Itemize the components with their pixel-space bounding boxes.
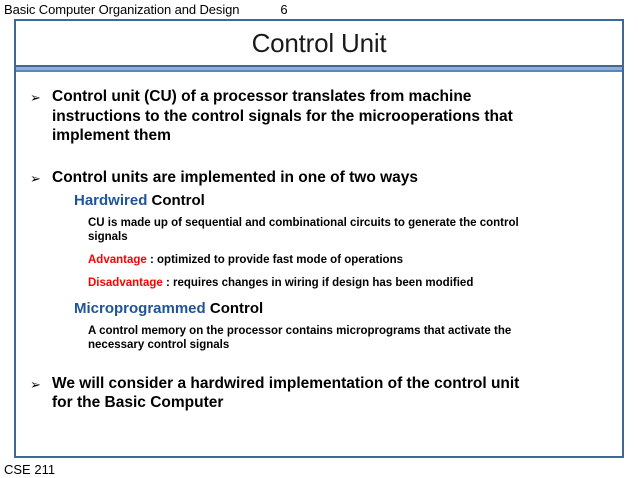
rule-line-bottom (16, 70, 622, 72)
bullet-2-text: Control units are implemented in one of … (52, 168, 419, 186)
slide-title: Control Unit (251, 27, 387, 58)
slide-frame: Control Unit ➢ Control unit (CU) of a pr… (14, 19, 624, 458)
bullet-1-text: Control unit (CU) of a processor transla… (52, 88, 513, 144)
footer-course-code: CSE 211 (4, 461, 56, 477)
hardwired-advantage: Advantage : optimized to provide fast mo… (88, 253, 558, 267)
slide-header: Basic Computer Organization and Design 6 (0, 0, 638, 18)
subheading-hardwired-control: Hardwired Control (74, 191, 608, 211)
disadvantage-text: : requires changes in wiring if design h… (162, 276, 474, 289)
arrow-bullet-icon: ➢ (30, 376, 41, 392)
microprogrammed-description: A control memory on the processor contai… (88, 324, 512, 351)
spacer (30, 244, 608, 253)
subheading-hardwired-suffix: Control (147, 191, 205, 209)
advantage-text: : optimized to provide fast mode of oper… (146, 253, 404, 266)
keyword-advantage: Advantage (88, 253, 147, 266)
keyword-disadvantage: Disadvantage (88, 276, 163, 289)
subheading-microprogrammed-control: Microprogrammed Control (74, 299, 608, 319)
header-page-number: 6 (280, 1, 288, 17)
arrow-bullet-icon: ➢ (30, 170, 41, 186)
hardwired-disadvantage: Disadvantage : requires changes in wirin… (88, 276, 558, 290)
header-title: Basic Computer Organization and Design (4, 1, 240, 17)
subheading-microprogrammed-suffix: Control (205, 299, 264, 317)
spacer (30, 352, 608, 374)
rule-line-middle (16, 67, 622, 70)
spacer (30, 267, 608, 276)
bullet-item-1: ➢ Control unit (CU) of a processor trans… (30, 87, 608, 146)
title-divider-rule (16, 65, 622, 73)
rule-line-top (16, 65, 622, 67)
slide-title-band: Control Unit (16, 21, 622, 65)
bullet-3-text: We will consider a hardwired implementat… (52, 374, 520, 412)
bullet-item-2: ➢ Control units are implemented in one o… (30, 168, 608, 188)
spacer (30, 146, 608, 168)
slide-content: ➢ Control unit (CU) of a processor trans… (16, 73, 622, 456)
spacer (30, 290, 608, 299)
slide-footer: CSE 211 (0, 460, 638, 478)
arrow-bullet-icon: ➢ (30, 90, 41, 105)
bullet-item-3: ➢ We will consider a hardwired implement… (30, 374, 608, 413)
keyword-hardwired: Hardwired (74, 191, 148, 209)
hardwired-description: CU is made up of sequential and combinat… (88, 216, 519, 243)
keyword-microprogrammed: Microprogrammed (74, 299, 206, 317)
